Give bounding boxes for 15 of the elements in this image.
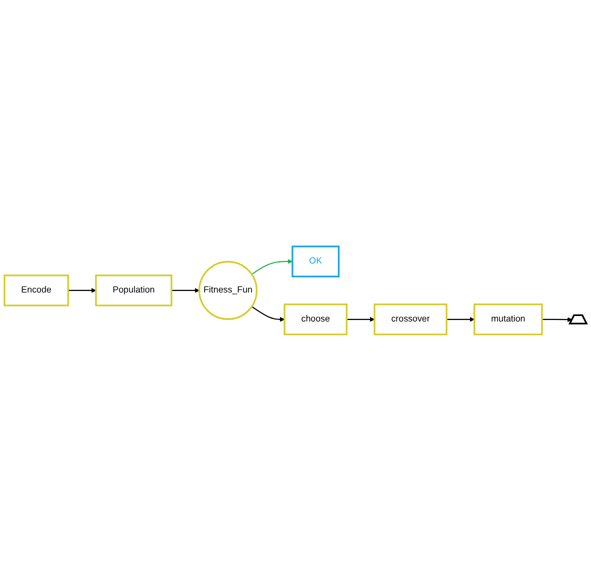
arrow <box>251 258 293 274</box>
node-box: OK <box>292 245 340 277</box>
node-trapezoid <box>568 314 588 324</box>
arrow <box>68 288 96 292</box>
arrow <box>171 288 200 292</box>
node-box: mutation <box>474 303 543 335</box>
node-box: Encode <box>4 274 69 306</box>
arrow <box>446 316 475 322</box>
node-circle: Fitness_Fun <box>198 260 258 320</box>
arrow <box>542 316 572 322</box>
node-box: crossover <box>374 303 448 335</box>
arrow <box>346 316 375 322</box>
arrow <box>251 306 285 322</box>
node-box: Population <box>95 274 172 306</box>
node-box: choose <box>284 303 348 335</box>
